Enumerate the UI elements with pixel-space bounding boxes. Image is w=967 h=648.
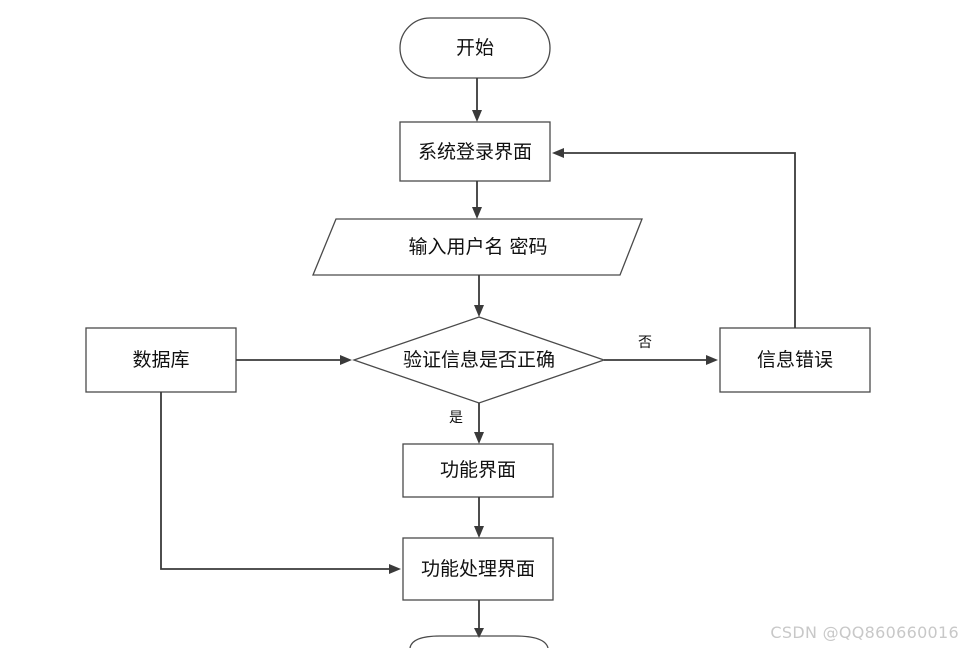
verify-node: 验证信息是否正确 [352,316,606,404]
edge-login-to-input [472,181,482,219]
edge-verify-to-function [474,403,484,444]
edge-error-to-login [552,148,796,328]
edge-database-to-verify [236,355,352,365]
database-node: 数据库 [85,327,237,393]
watermark: CSDN @QQ860660016 [770,623,959,642]
error-label: 信息错误 [757,349,833,371]
edge-verify-to-error [604,355,718,365]
edge-function-to-process [474,497,484,538]
edge-process-to-end [474,600,484,638]
input-label: 输入用户名 密码 [408,236,547,258]
start-label: 开始 [456,37,494,59]
start-node: 开始 [399,17,551,79]
function-label: 功能界面 [440,459,516,481]
function-node: 功能界面 [402,443,554,498]
login-node: 系统登录界面 [399,121,551,182]
input-node: 输入用户名 密码 [312,218,643,276]
edge-start-to-login [472,78,482,122]
error-node: 信息错误 [719,327,871,393]
yes-label: 是 [449,410,463,426]
end-node-partial [409,635,549,648]
process-label: 功能处理界面 [421,558,535,580]
edge-input-to-verify [474,275,484,317]
verify-label: 验证信息是否正确 [403,349,555,371]
no-label: 否 [638,335,652,351]
login-label: 系统登录界面 [418,141,532,163]
edge-database-to-process [160,392,401,574]
process-node: 功能处理界面 [402,537,554,601]
database-label: 数据库 [132,349,189,371]
